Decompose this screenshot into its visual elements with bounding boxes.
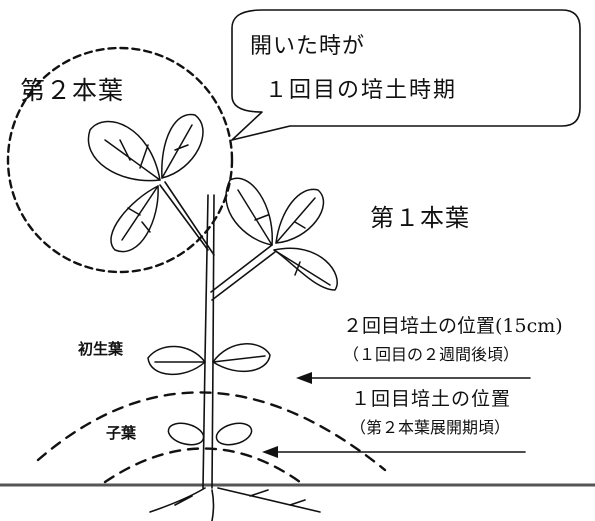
second-ridging-note: （１回目の２週間後頃） (343, 345, 520, 364)
ridge-inner-dashed (103, 447, 302, 484)
second-true-leaf-label: 第２本葉 (20, 76, 125, 105)
primary-leaf-label: 初生葉 (78, 340, 124, 358)
callout-line-1: 開いた時が (250, 34, 366, 59)
main-stem (202, 194, 215, 489)
callout-line-2: １回目の培土時期 (265, 78, 458, 103)
second-ridging-title: ２回目培土の位置(15cm) (343, 315, 563, 337)
callout-bubble (231, 9, 581, 141)
ridge-outer-dashed (36, 391, 387, 472)
first-true-leaf (225, 177, 338, 291)
roots (149, 487, 321, 521)
second-true-leaf (87, 113, 204, 253)
second-leaf-circle (6, 46, 234, 274)
cotyledon-label: 子葉 (106, 424, 137, 442)
first-ridging-title: １回目培土の位置 (351, 388, 512, 410)
first-leaf-branch (210, 244, 276, 301)
second-leaf-branch (159, 181, 215, 256)
arrow-first-ridge (262, 446, 526, 458)
first-true-leaf-label: 第１本葉 (370, 204, 470, 232)
primary-leaves (147, 343, 271, 375)
first-ridging-note: （第２本葉展開期頃） (350, 418, 511, 437)
cotyledons (167, 422, 253, 446)
arrow-second-ridge (296, 372, 531, 384)
